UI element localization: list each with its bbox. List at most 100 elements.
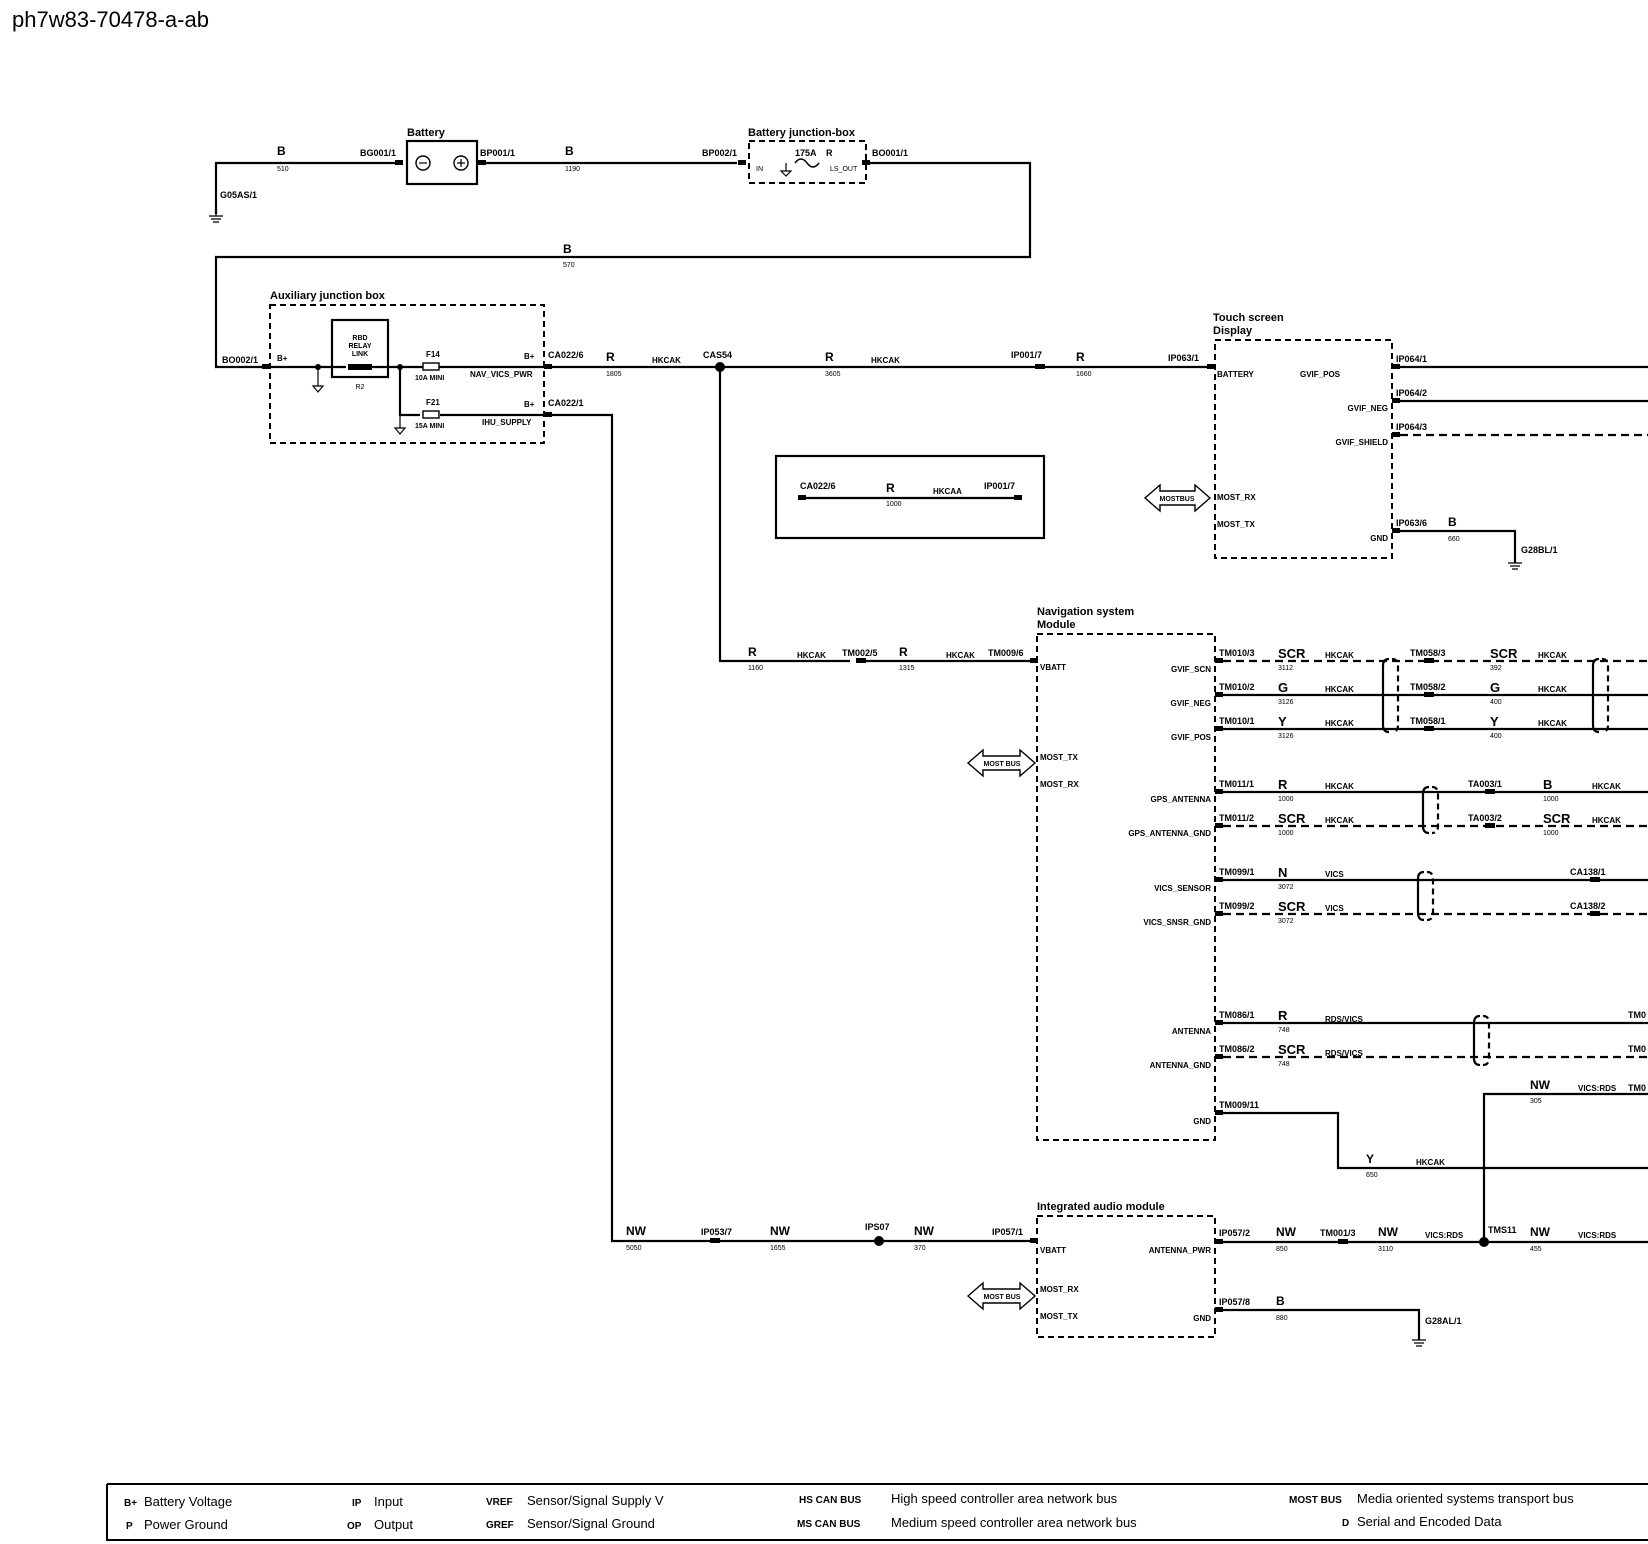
svg-text:B: B bbox=[565, 144, 574, 158]
svg-text:TA003/2: TA003/2 bbox=[1468, 813, 1502, 823]
svg-text:Input: Input bbox=[374, 1494, 403, 1509]
svg-text:748: 748 bbox=[1278, 1027, 1290, 1034]
svg-text:SCR: SCR bbox=[1490, 646, 1518, 661]
svg-text:3112: 3112 bbox=[1278, 665, 1293, 672]
svg-text:High speed controller area net: High speed controller area network bus bbox=[891, 1491, 1118, 1506]
main-fuse-symbol bbox=[794, 158, 820, 168]
svg-text:BP002/1: BP002/1 bbox=[702, 148, 737, 158]
svg-text:HKCAK: HKCAK bbox=[1325, 782, 1354, 791]
svg-text:TM009/6: TM009/6 bbox=[988, 648, 1024, 658]
svg-text:RDS/VICS: RDS/VICS bbox=[1325, 1015, 1363, 1024]
svg-text:B+: B+ bbox=[524, 400, 535, 409]
svg-text:HKCAK: HKCAK bbox=[1592, 816, 1621, 825]
svg-text:Output: Output bbox=[374, 1517, 413, 1532]
svg-text:B+: B+ bbox=[277, 354, 288, 363]
svg-text:HKCAK: HKCAK bbox=[1325, 719, 1354, 728]
svg-text:IP057/2: IP057/2 bbox=[1219, 1228, 1250, 1238]
svg-text:G28AL/1: G28AL/1 bbox=[1425, 1316, 1462, 1326]
svg-text:850: 850 bbox=[1276, 1246, 1288, 1253]
svg-text:NW: NW bbox=[1530, 1078, 1551, 1092]
svg-text:IP001/7: IP001/7 bbox=[1011, 350, 1042, 360]
svg-text:MOST_RX: MOST_RX bbox=[1040, 780, 1079, 789]
svg-text:HS CAN BUS: HS CAN BUS bbox=[799, 1495, 862, 1506]
svg-text:SCR: SCR bbox=[1278, 1042, 1306, 1057]
svg-text:R: R bbox=[825, 350, 834, 364]
svg-text:IP001/7: IP001/7 bbox=[984, 481, 1015, 491]
svg-text:1190: 1190 bbox=[565, 166, 580, 173]
svg-text:10A MINI: 10A MINI bbox=[415, 375, 444, 382]
svg-text:TM001/3: TM001/3 bbox=[1320, 1228, 1356, 1238]
svg-text:510: 510 bbox=[277, 166, 289, 173]
svg-text:IP: IP bbox=[352, 1498, 362, 1509]
splice-tms11 bbox=[1479, 1237, 1489, 1247]
svg-text:VICS:RDS: VICS:RDS bbox=[1425, 1231, 1464, 1240]
svg-text:CAS54: CAS54 bbox=[703, 350, 732, 360]
svg-text:TM099/2: TM099/2 bbox=[1219, 901, 1255, 911]
splice-ips07 bbox=[874, 1236, 884, 1246]
svg-text:IP064/1: IP064/1 bbox=[1396, 354, 1427, 364]
svg-text:305: 305 bbox=[1530, 1098, 1542, 1105]
svg-text:TM010/3: TM010/3 bbox=[1219, 648, 1255, 658]
svg-text:MOSTBUS: MOSTBUS bbox=[1160, 496, 1195, 503]
svg-text:R: R bbox=[1076, 350, 1085, 364]
svg-text:175A: 175A bbox=[795, 148, 817, 158]
svg-text:NW: NW bbox=[1276, 1225, 1297, 1239]
shield-bracket-gvif bbox=[1381, 657, 1610, 734]
svg-text:VREF: VREF bbox=[486, 1497, 513, 1508]
svg-text:LS_OUT: LS_OUT bbox=[830, 166, 858, 173]
svg-text:570: 570 bbox=[563, 262, 575, 269]
svg-text:VBATT: VBATT bbox=[1040, 1246, 1066, 1255]
svg-text:CA138/2: CA138/2 bbox=[1570, 901, 1606, 911]
svg-text:D: D bbox=[1342, 1518, 1349, 1529]
svg-text:IP057/8: IP057/8 bbox=[1219, 1297, 1250, 1307]
fuse-f14 bbox=[422, 362, 440, 371]
svg-text:TM058/2: TM058/2 bbox=[1410, 682, 1446, 692]
svg-text:SCR: SCR bbox=[1278, 646, 1306, 661]
svg-text:RDS/VICS: RDS/VICS bbox=[1325, 1049, 1363, 1058]
legend-item-serial-data: D Serial and Encoded Data bbox=[1342, 1514, 1502, 1529]
svg-text:HKCAK: HKCAK bbox=[1325, 651, 1354, 660]
svg-text:TMS11: TMS11 bbox=[1488, 1225, 1517, 1235]
svg-text:GVIF_NEG: GVIF_NEG bbox=[1348, 404, 1388, 413]
shield-bracket-vics bbox=[1416, 870, 1435, 922]
feed-to-touch-screen: R 1805 HKCAK CAS54 R 3605 HKCAK IP001/7 … bbox=[552, 350, 1215, 672]
svg-text:MOST_TX: MOST_TX bbox=[1217, 520, 1255, 529]
svg-text:1655: 1655 bbox=[770, 1245, 786, 1252]
svg-text:3110: 3110 bbox=[1378, 1246, 1393, 1253]
svg-text:HKCAK: HKCAK bbox=[1325, 685, 1354, 694]
svg-text:GND: GND bbox=[1370, 534, 1388, 543]
svg-text:VICS:RDS: VICS:RDS bbox=[1578, 1231, 1617, 1240]
svg-text:3126: 3126 bbox=[1278, 699, 1294, 706]
svg-text:IN: IN bbox=[756, 166, 763, 173]
svg-text:1000: 1000 bbox=[1543, 796, 1559, 803]
svg-text:R: R bbox=[886, 481, 895, 495]
ihu-supply-run: NW 5050 IP053/7 NW 1655 IPS07 NW 370 IP0… bbox=[552, 413, 1038, 1252]
svg-text:R: R bbox=[748, 645, 757, 659]
svg-text:HKCAK: HKCAK bbox=[1538, 719, 1567, 728]
svg-text:HKCAK: HKCAK bbox=[946, 651, 975, 660]
legend-item-most-bus: MOST BUS Media oriented systems transpor… bbox=[1289, 1491, 1574, 1506]
svg-text:IP063/6: IP063/6 bbox=[1396, 518, 1427, 528]
svg-text:ANTENNA_PWR: ANTENNA_PWR bbox=[1149, 1246, 1211, 1255]
svg-text:NW: NW bbox=[626, 1224, 647, 1238]
svg-text:455: 455 bbox=[1530, 1246, 1542, 1253]
svg-text:G: G bbox=[1278, 680, 1288, 695]
svg-text:TM0: TM0 bbox=[1628, 1083, 1646, 1093]
svg-text:392: 392 bbox=[1490, 665, 1502, 672]
svg-text:N: N bbox=[1278, 865, 1287, 880]
svg-text:1000: 1000 bbox=[886, 501, 902, 508]
svg-text:660: 660 bbox=[1448, 536, 1460, 543]
svg-text:VICS:RDS: VICS:RDS bbox=[1578, 1084, 1617, 1093]
svg-text:IP057/1: IP057/1 bbox=[992, 1227, 1023, 1237]
svg-text:BO001/1: BO001/1 bbox=[872, 148, 908, 158]
svg-text:GVIF_POS: GVIF_POS bbox=[1300, 370, 1341, 379]
svg-text:R: R bbox=[899, 645, 908, 659]
relay-box bbox=[330, 318, 390, 379]
svg-text:LINK: LINK bbox=[352, 351, 368, 358]
battery-jb-label: Battery junction-box bbox=[748, 127, 856, 139]
svg-text:TM086/2: TM086/2 bbox=[1219, 1044, 1255, 1054]
svg-text:370: 370 bbox=[914, 1245, 926, 1252]
svg-text:VICS: VICS bbox=[1325, 870, 1344, 879]
most-bus-arrow-audio: MOST BUS bbox=[966, 1281, 1037, 1311]
